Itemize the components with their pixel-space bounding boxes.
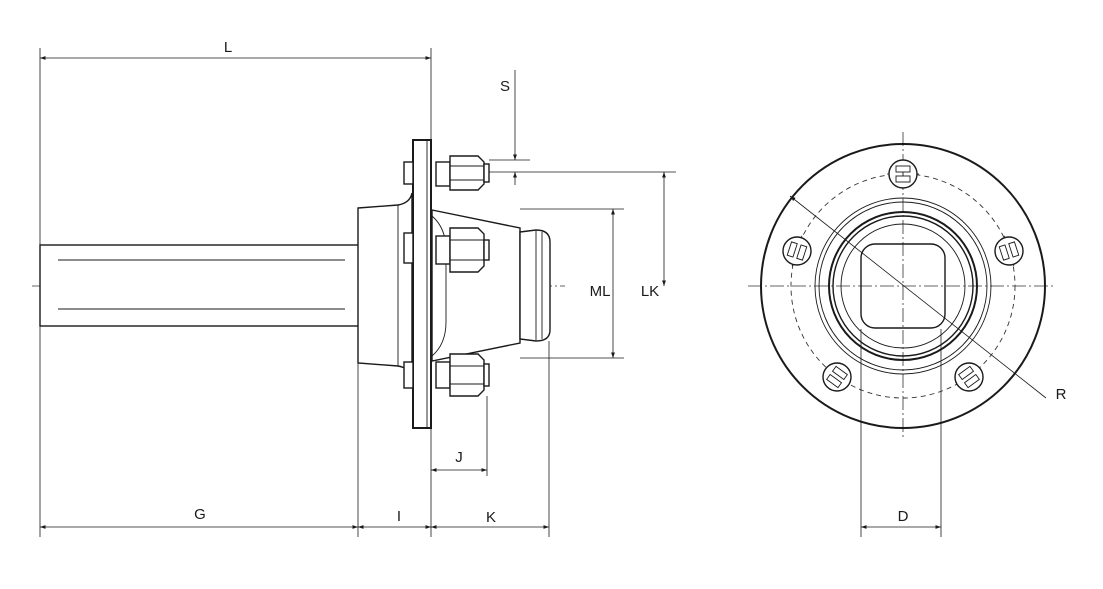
bolt-head-1 — [887, 159, 919, 189]
side-view: L S ML LK — [32, 39, 676, 537]
bolt-top — [403, 155, 490, 191]
bolt-head-5 — [782, 235, 812, 267]
bolt-head-3 — [954, 362, 984, 392]
label-S: S — [500, 78, 510, 95]
bottom-extension-lines — [39, 326, 550, 537]
bolt-middle — [403, 227, 490, 273]
label-R: R — [1056, 386, 1067, 403]
dimension-L — [39, 48, 432, 245]
front-view: R D — [748, 132, 1067, 537]
shaft — [39, 244, 361, 327]
label-L: L — [224, 39, 232, 56]
label-LK: LK — [641, 283, 659, 300]
label-ML: ML — [590, 283, 611, 300]
bolt-head-4 — [822, 362, 852, 392]
bolt-bottom — [403, 353, 490, 397]
label-I: I — [397, 508, 401, 525]
label-D: D — [898, 508, 909, 525]
flange-outline — [760, 143, 1046, 429]
hub — [357, 192, 413, 379]
dimension-ML — [520, 208, 624, 359]
square-bore — [860, 243, 946, 329]
dimension-S — [489, 70, 676, 185]
label-J: J — [455, 449, 463, 466]
label-K: K — [486, 509, 496, 526]
bolt-head-2 — [994, 235, 1024, 267]
flange-plate — [412, 139, 432, 429]
hub-rings — [814, 197, 992, 375]
dimension-D — [860, 329, 942, 537]
spigot — [519, 229, 551, 342]
label-G: G — [194, 506, 206, 523]
dimension-R — [789, 195, 1047, 399]
bolt-pitch-circle — [790, 173, 1016, 399]
